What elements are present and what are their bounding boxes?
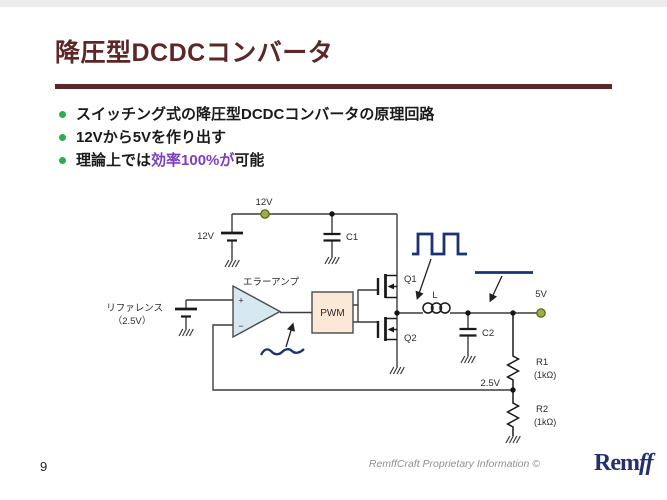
pointer-arrows [285,258,503,348]
bullet-text: スイッチング式の降圧型DCDCコンバータの原理回路 [76,106,435,123]
label-error-amp: エラーアンプ [243,277,299,288]
logo-text-suffix: ff [638,450,654,476]
error-wave-annotation [259,348,305,356]
label-reference-voltage: （2.5V） [113,315,152,327]
opamp-plus-label: + [238,296,243,306]
bullet-text-highlight: 効率100%が [151,152,235,169]
list-item: 理論上では効率100%が可能 [55,151,635,170]
footer-copyright: RemffCraft Proprietary Information © [368,458,540,470]
ground-symbol [178,328,194,337]
label-q1: Q1 [404,274,417,285]
label-r1-value: (1kΩ) [534,370,556,380]
label-q2: Q2 [404,333,417,344]
label-inductor: L [432,290,437,301]
arrow-to-switch-node [415,258,432,300]
company-logo: Remff [594,450,654,477]
ground-symbol [460,355,476,364]
arrow-to-output-wire [489,275,503,303]
ground-symbol [389,366,405,375]
ground-symbol [505,435,521,444]
label-reference: リファレンス [106,303,163,314]
bullet-icon [59,111,66,118]
bullet-text: 12Vから5Vを作り出す [76,129,227,146]
wires [185,213,537,391]
bullet-text: 理論上では効率100%が可能 [76,151,264,170]
bullet-icon [59,134,66,141]
top-margin-band [0,0,667,7]
bullet-list: スイッチング式の降圧型DCDCコンバータの原理回路 12Vから5Vを作り出す 理… [55,105,635,174]
bullet-text-pre: 理論上では [76,152,152,169]
ground-symbol [224,259,240,268]
square-wave-annotation [412,232,467,256]
arrow-to-pwm-input [285,322,296,348]
mosfet-q1 [376,274,397,299]
label-r2: R2 [536,404,548,415]
terminal-dot-5v [536,308,546,318]
opamp-minus-label: − [238,321,243,331]
terminal-dot-12v [260,209,270,219]
pwm-label: PWM [320,308,344,319]
ground-symbol [324,256,340,265]
capacitor-c1-symbol [323,232,341,242]
bullet-text-post: 可能 [234,152,265,169]
label-rail-12v: 12V [256,197,274,208]
dcdc-converter-schematic: + − PWM [106,197,556,444]
pwm-box: PWM [311,291,354,334]
bullet-icon [59,157,66,164]
label-battery-12v: 12V [197,231,215,242]
title-underline [55,84,612,89]
list-item: スイッチング式の降圧型DCDCコンバータの原理回路 [55,105,635,124]
error-amp-opamp: + − [232,284,282,339]
label-2-5v: 2.5V [480,378,500,389]
page-title: 降圧型DCDCコンバータ [55,39,334,67]
list-item: 12Vから5Vを作り出す [55,128,635,147]
label-c1: C1 [346,232,358,243]
junction-dots [329,211,516,393]
resistor-r1 [505,313,521,390]
label-r2-value: (1kΩ) [534,417,556,427]
page-number: 9 [40,459,48,474]
capacitor-c2-symbol [459,327,477,337]
label-r1: R1 [536,357,548,368]
battery-12v-symbol [221,231,243,242]
label-5v: 5V [535,289,547,300]
logo-text-prefix: Rem [594,450,640,476]
waveform-annotations [259,232,533,356]
reference-battery-symbol [175,307,197,318]
mosfet-q2 [376,317,397,341]
resistor-r2 [505,390,521,436]
label-c2: C2 [482,328,494,339]
inductor-coil [422,302,451,314]
